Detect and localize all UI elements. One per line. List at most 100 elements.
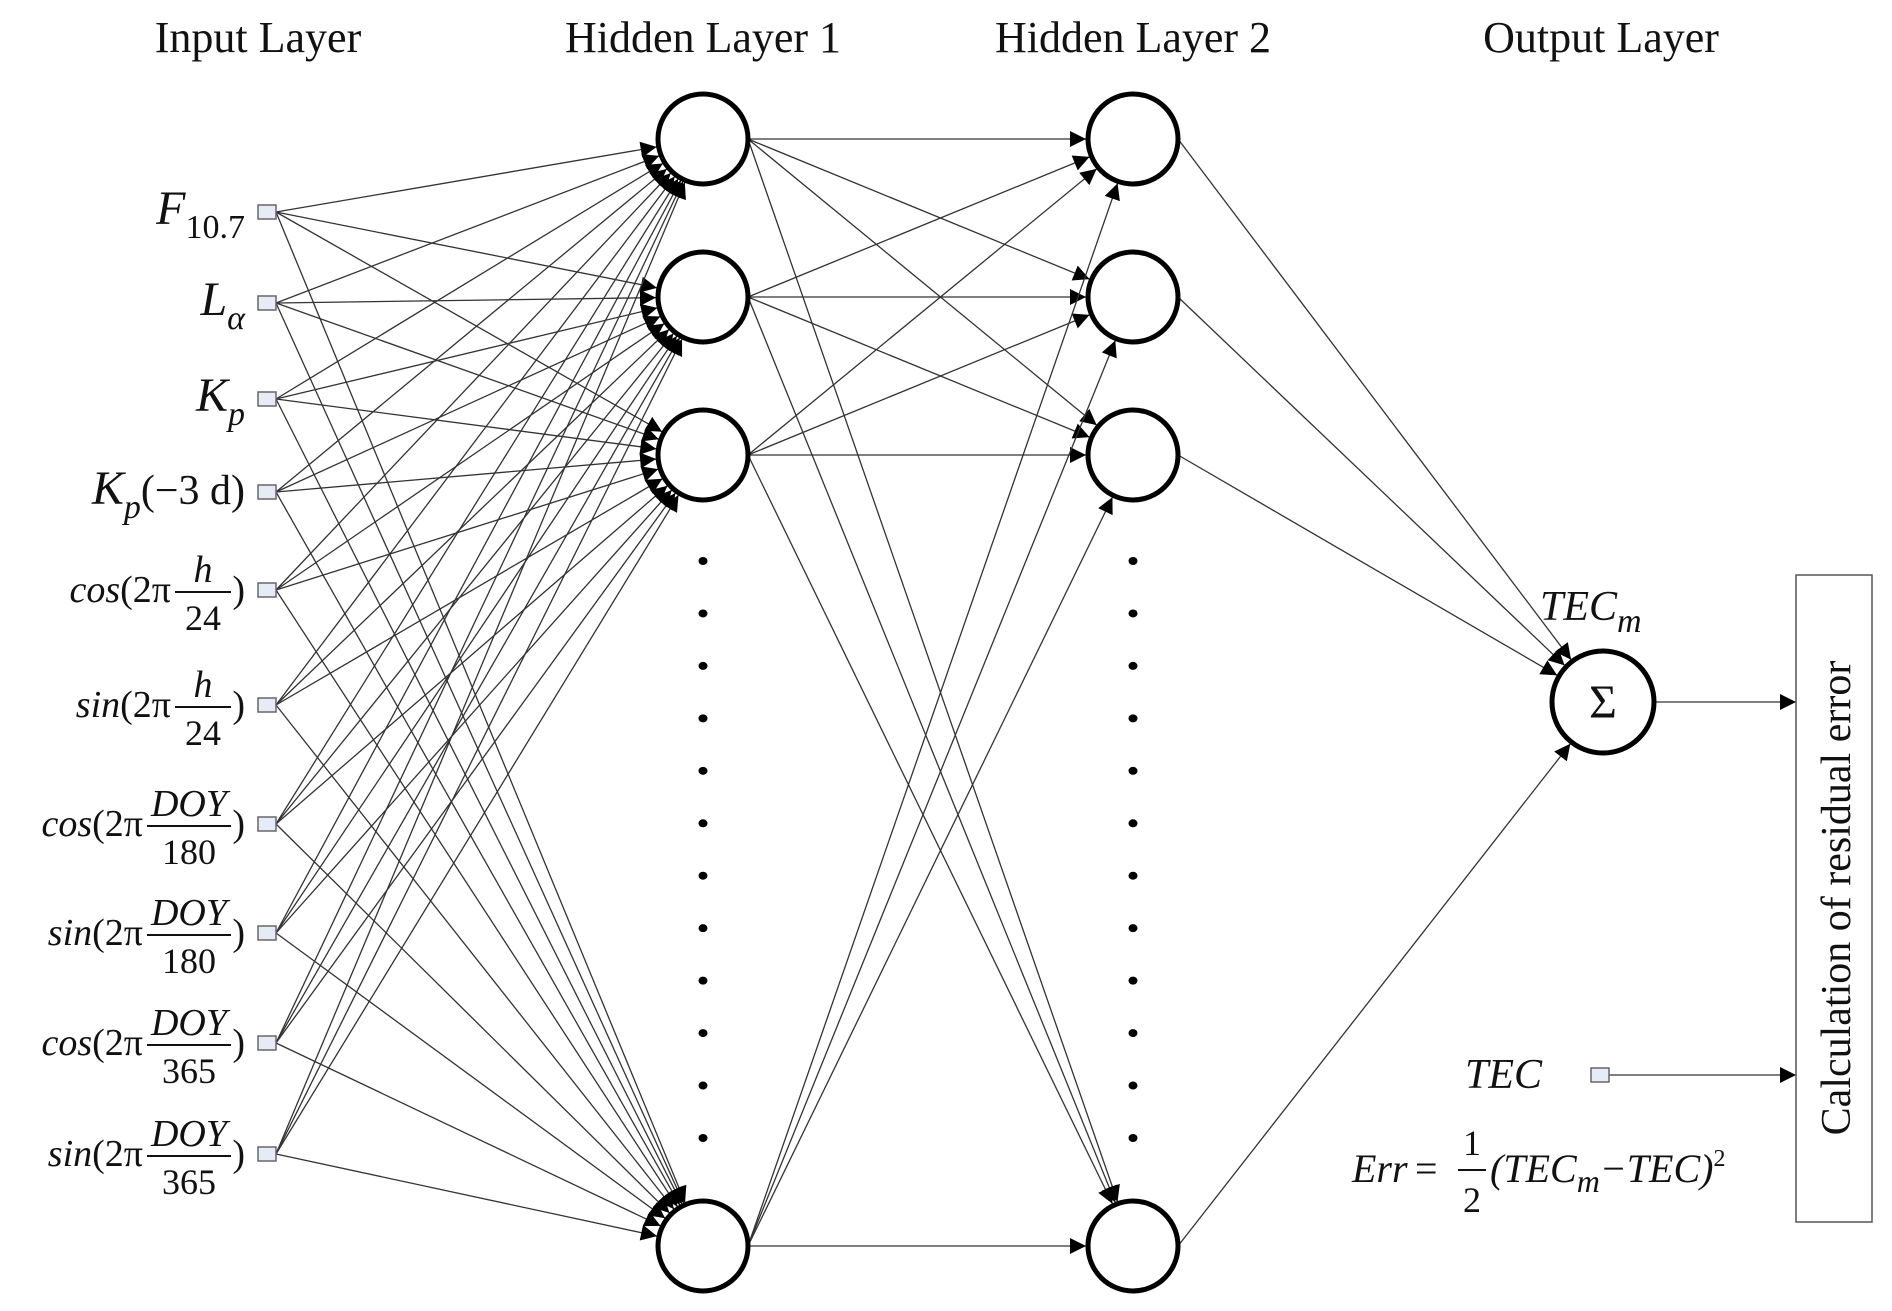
edge-input-9-to-h1-2 xyxy=(275,494,680,1155)
edge-input-1-to-h1-0 xyxy=(275,154,660,304)
edge-h1-2-to-h2-0 xyxy=(747,168,1098,456)
input-label-F10.7: F10.7 xyxy=(155,182,245,246)
svg-text:): ) xyxy=(232,803,245,845)
edge-h2-0-to-output xyxy=(1177,138,1572,661)
edge-input-5-to-h1-1 xyxy=(275,328,670,706)
svg-text:365: 365 xyxy=(162,1162,216,1202)
edge-input-9-to-h1-0 xyxy=(275,182,686,1155)
edge-h1-3-to-h2-0 xyxy=(747,183,1120,1247)
hidden2-node-2 xyxy=(1085,407,1181,503)
hidden1-node-0 xyxy=(655,91,751,187)
hidden2-node-1 xyxy=(1085,249,1181,345)
target-tec-label: TEC xyxy=(1465,1052,1543,1098)
svg-text:h: h xyxy=(194,664,213,706)
hidden2-ellipsis-dot xyxy=(1128,1029,1138,1038)
svg-text:DOY: DOY xyxy=(150,783,231,825)
edge-input-3-to-h1-3 xyxy=(275,491,681,1206)
edge-h2-1-to-output xyxy=(1177,296,1566,666)
edge-input-6-to-h1-3 xyxy=(275,823,671,1214)
edge-input-2-to-h1-0 xyxy=(275,162,664,400)
hidden1-ellipsis-dot xyxy=(698,557,708,565)
nodes xyxy=(257,91,1657,1294)
input-node-Kp(-3d) xyxy=(257,484,277,500)
edge-input-8-to-h1-2 xyxy=(275,492,676,1044)
svg-text:Kp: Kp xyxy=(195,369,245,433)
edge-input-1-to-h1-3 xyxy=(275,302,685,1204)
svg-text:Lα: Lα xyxy=(199,273,246,337)
svg-text:): ) xyxy=(232,1133,245,1175)
hidden1-ellipsis-dot xyxy=(698,661,708,670)
hidden2-ellipsis-dot xyxy=(1128,819,1138,828)
input-node-sin-doy-180 xyxy=(257,925,277,941)
edge-input-4-to-h1-0 xyxy=(275,172,672,591)
edge-input-9-to-h1-3 xyxy=(275,1153,658,1241)
svg-text:24: 24 xyxy=(185,598,221,638)
input-node-F10.7 xyxy=(257,204,277,220)
hidden2-ellipsis-dot xyxy=(1128,871,1138,880)
input-node-sin-h xyxy=(257,697,277,713)
hidden1-ellipsis-dot xyxy=(698,819,708,828)
hidden1-ellipsis-dot xyxy=(698,766,708,775)
input-node-sin-doy-365 xyxy=(257,1146,277,1162)
edge-input-2-to-h1-3 xyxy=(275,398,683,1205)
residual-error-label: Calculation of residual error xyxy=(1814,661,1860,1136)
svg-text:180: 180 xyxy=(162,832,216,872)
hidden2-node-0 xyxy=(1085,91,1181,187)
edge-h1-0-to-h2-3 xyxy=(747,138,1120,1202)
svg-text:sin(2π: sin(2π xyxy=(48,912,143,954)
edge-h1-2-to-h2-3 xyxy=(747,454,1114,1205)
edge-h1-3-to-h2-1 xyxy=(747,340,1117,1247)
edge-input-7-to-h1-0 xyxy=(275,180,682,934)
edge-input-0-to-h1-3 xyxy=(275,211,687,1203)
input-label-L-alpha: Lα xyxy=(199,273,246,337)
edge-h2-3-to-output xyxy=(1177,743,1571,1247)
hidden1-ellipsis-dot xyxy=(698,609,708,618)
edge-input-8-to-h1-1 xyxy=(275,337,681,1044)
hidden1-ellipsis-dot xyxy=(698,1081,708,1090)
header-output-layer: Output Layer xyxy=(1483,13,1719,62)
edge-h1-2-to-h2-1 xyxy=(747,313,1090,456)
hidden1-ellipsis-dot xyxy=(698,1029,708,1038)
svg-text:cos(2π: cos(2π xyxy=(42,1022,144,1064)
svg-text:): ) xyxy=(232,912,245,954)
header-hidden-layer-1: Hidden Layer 1 xyxy=(565,13,841,62)
svg-text:sin(2π: sin(2π xyxy=(48,1133,143,1175)
edge-input-3-to-h1-1 xyxy=(275,315,661,493)
edge-input-5-to-h1-3 xyxy=(275,704,675,1210)
edge-input-2-to-h1-2 xyxy=(275,398,657,455)
hidden2-ellipsis-dot xyxy=(1128,714,1138,723)
edge-h1-3-to-h2-2 xyxy=(747,496,1114,1247)
edge-input-0-to-h1-2 xyxy=(275,211,663,433)
edge-input-2-to-h1-1 xyxy=(275,303,658,400)
edge-input-0-to-h1-0 xyxy=(275,141,657,213)
input-label-cos-doy-180: )DOY 180 cos(2π xyxy=(42,783,246,872)
edge-input-8-to-h1-0 xyxy=(275,181,684,1044)
residual-error-box xyxy=(1795,574,1873,1223)
hidden1-node-1 xyxy=(655,249,751,345)
hidden1-ellipsis-dot xyxy=(698,871,708,880)
svg-text:=: = xyxy=(1415,1146,1438,1191)
svg-text:F10.7: F10.7 xyxy=(155,182,245,246)
input-node-cos-h xyxy=(257,582,277,598)
edge-input-9-to-h1-1 xyxy=(275,338,683,1155)
svg-text:Err: Err xyxy=(1351,1146,1408,1191)
svg-text:cos(2π: cos(2π xyxy=(42,803,144,845)
output-sum-node xyxy=(1549,648,1657,756)
hidden2-ellipsis-dot xyxy=(1128,661,1138,670)
svg-text:(TECm−TEC)2: (TECm−TEC)2 xyxy=(1490,1146,1725,1199)
edge-input-5-to-h1-2 xyxy=(275,478,663,706)
hidden2-ellipsis-dot xyxy=(1128,766,1138,775)
hidden2-ellipsis-dot xyxy=(1128,1134,1138,1142)
svg-text:): ) xyxy=(232,569,245,611)
hidden2-ellipsis-dot xyxy=(1128,557,1138,565)
edge-input-0-to-h1-1 xyxy=(275,211,658,293)
svg-text:24: 24 xyxy=(185,713,221,753)
edge-input-1-to-h1-1 xyxy=(275,289,657,306)
svg-text:): ) xyxy=(232,1022,245,1064)
